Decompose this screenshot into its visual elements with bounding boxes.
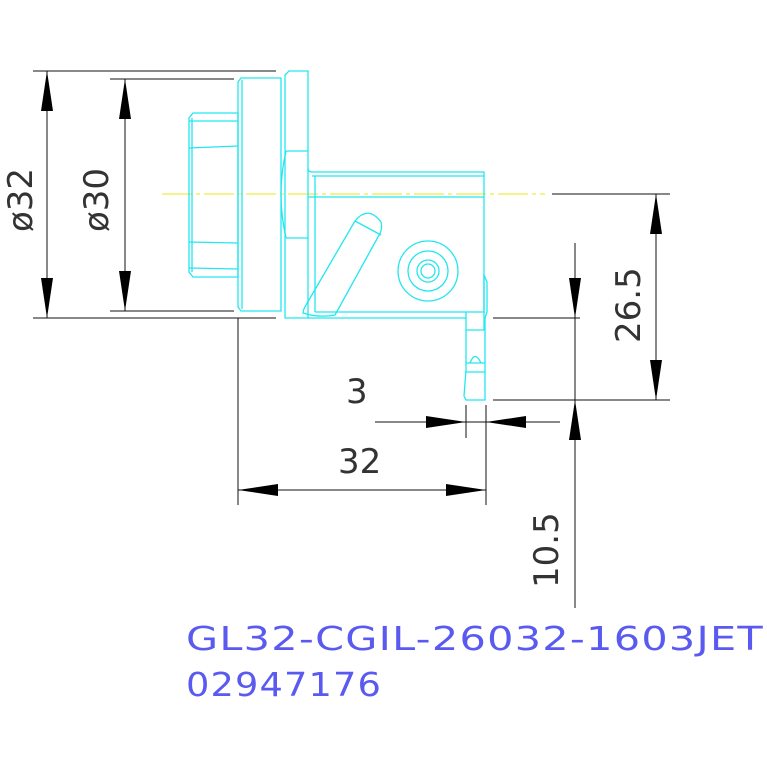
dimension-3: 3 <box>346 372 368 412</box>
dimension-26-5: 26.5 <box>609 267 649 343</box>
article-number: 02947176 <box>186 665 382 704</box>
dimension-lines <box>33 70 670 608</box>
part-number: GL32-CGIL-26032-1603JET <box>186 619 764 658</box>
dimension-32: 32 <box>338 442 381 482</box>
tool-geometry <box>188 70 488 401</box>
dimension-10-5: 10.5 <box>527 512 567 588</box>
dimension-dia-32: ø32 <box>1 168 41 232</box>
dimension-dia-30: ø30 <box>77 168 117 232</box>
